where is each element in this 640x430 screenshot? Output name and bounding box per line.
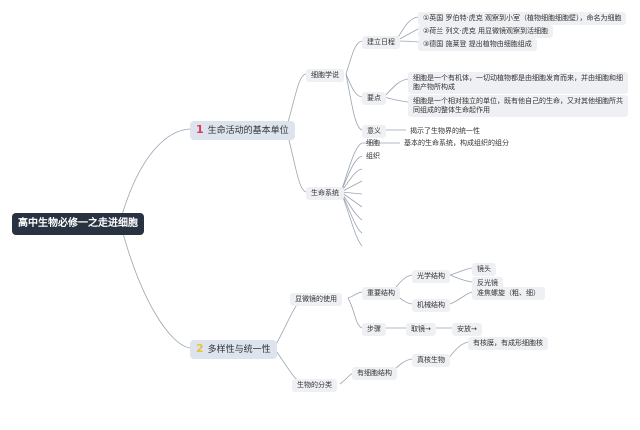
key-point-1-text: 细胞是一个有机体，一切动植物都是由细胞发育而来，并由细胞和细胞产物所构成 — [413, 74, 623, 91]
steps-label: 步骤 — [367, 325, 381, 333]
history-item-1-text: ①英国 罗伯特·虎克 观察到小室（植物细胞细胞壁），命名为细胞 — [423, 14, 622, 22]
step-2-text: 安放→ — [457, 325, 477, 333]
key-points-label: 要点 — [367, 94, 381, 102]
branch-1-title: 生命活动的基本单位 — [207, 126, 289, 136]
history-item-2-text: ②荷兰 列文·虎克 用显微镜观察到活细胞 — [423, 27, 548, 35]
structure-node[interactable]: 重要结构 — [362, 287, 400, 300]
optical-item-1[interactable]: 镜头 — [472, 263, 496, 276]
key-points-node[interactable]: 要点 — [362, 92, 386, 105]
meaning-label: 意义 — [367, 127, 381, 135]
eukaryote-label: 真核生物 — [417, 356, 445, 364]
history-label: 建立日程 — [367, 38, 395, 46]
cell-node[interactable]: 细胞 — [364, 138, 382, 149]
life-system-label: 生命系统 — [311, 189, 339, 197]
branch-2-title: 多样性与统一性 — [207, 345, 271, 355]
optical-node[interactable]: 光学结构 — [412, 270, 450, 283]
cell-theory-label: 细胞学说 — [311, 71, 339, 79]
eukaryote-node[interactable]: 真核生物 — [412, 354, 450, 367]
mechanical-label: 机械结构 — [417, 301, 445, 309]
eukaryote-value[interactable]: 有核膜，有成形细胞核 — [468, 337, 548, 350]
cell-value-text: 基本的生命系统，构成组织的组分 — [404, 139, 509, 147]
branch-1-number: 1 — [196, 123, 204, 136]
meaning-node[interactable]: 意义 — [362, 125, 386, 138]
mechanical-item-1[interactable]: 准焦螺旋（粗、细） — [472, 287, 545, 300]
history-item-3-text: ③德国 施莱登 提出植物由细胞组成 — [423, 40, 532, 48]
key-point-1[interactable]: 细胞是一个有机体，一切动植物都是由细胞发育而来，并由细胞和细胞产物所构成 — [408, 72, 628, 94]
meaning-value-text: 揭示了生物界的统一性 — [410, 127, 480, 135]
steps-node[interactable]: 步骤 — [362, 323, 386, 336]
classification-node[interactable]: 生物的分类 — [292, 379, 337, 392]
mechanical-item-1-text: 准焦螺旋（粗、细） — [477, 289, 540, 297]
cell-label: 细胞 — [366, 139, 380, 147]
cellular-node[interactable]: 有细胞结构 — [352, 367, 397, 380]
microscope-node[interactable]: 显微镜的使用 — [290, 293, 342, 306]
life-system-node[interactable]: 生命系统 — [306, 187, 344, 200]
key-point-2-text: 细胞是一个相对独立的单位，既有他自己的生命，又对其他细胞所共同组成的整体生命起作… — [413, 97, 623, 114]
history-item-3[interactable]: ③德国 施莱登 提出植物由细胞组成 — [418, 38, 537, 51]
classification-label: 生物的分类 — [297, 381, 332, 389]
history-item-2[interactable]: ②荷兰 列文·虎克 用显微镜观察到活细胞 — [418, 25, 553, 38]
cell-theory-node[interactable]: 细胞学说 — [306, 69, 344, 82]
history-item-1[interactable]: ①英国 罗伯特·虎克 观察到小室（植物细胞细胞壁），命名为细胞 — [418, 12, 627, 25]
tissue-label: 组织 — [366, 152, 380, 160]
root-node[interactable]: 高中生物必修一之走进细胞 — [12, 213, 144, 235]
root-title: 高中生物必修一之走进细胞 — [18, 218, 138, 229]
meaning-value[interactable]: 揭示了生物界的统一性 — [408, 126, 482, 137]
key-point-2[interactable]: 细胞是一个相对独立的单位，既有他自己的生命，又对其他细胞所共同组成的整体生命起作… — [408, 95, 628, 117]
optical-label: 光学结构 — [417, 272, 445, 280]
optical-item-1-text: 镜头 — [477, 265, 491, 273]
history-node[interactable]: 建立日程 — [362, 36, 400, 49]
cellular-label: 有细胞结构 — [357, 369, 392, 377]
branch-2-number: 2 — [196, 342, 204, 355]
mechanical-node[interactable]: 机械结构 — [412, 299, 450, 312]
eukaryote-value-text: 有核膜，有成形细胞核 — [473, 339, 543, 347]
step-1-text: 取镜→ — [411, 325, 431, 333]
structure-label: 重要结构 — [367, 289, 395, 297]
tissue-node[interactable]: 组织 — [364, 151, 382, 162]
microscope-label: 显微镜的使用 — [295, 295, 337, 303]
step-1[interactable]: 取镜→ — [406, 323, 436, 336]
cell-value[interactable]: 基本的生命系统，构成组织的组分 — [402, 138, 511, 149]
optical-item-2-text: 反光镜 — [477, 279, 498, 287]
optical-item-2[interactable]: 反光镜 — [472, 277, 503, 290]
step-2[interactable]: 安放→ — [452, 323, 482, 336]
